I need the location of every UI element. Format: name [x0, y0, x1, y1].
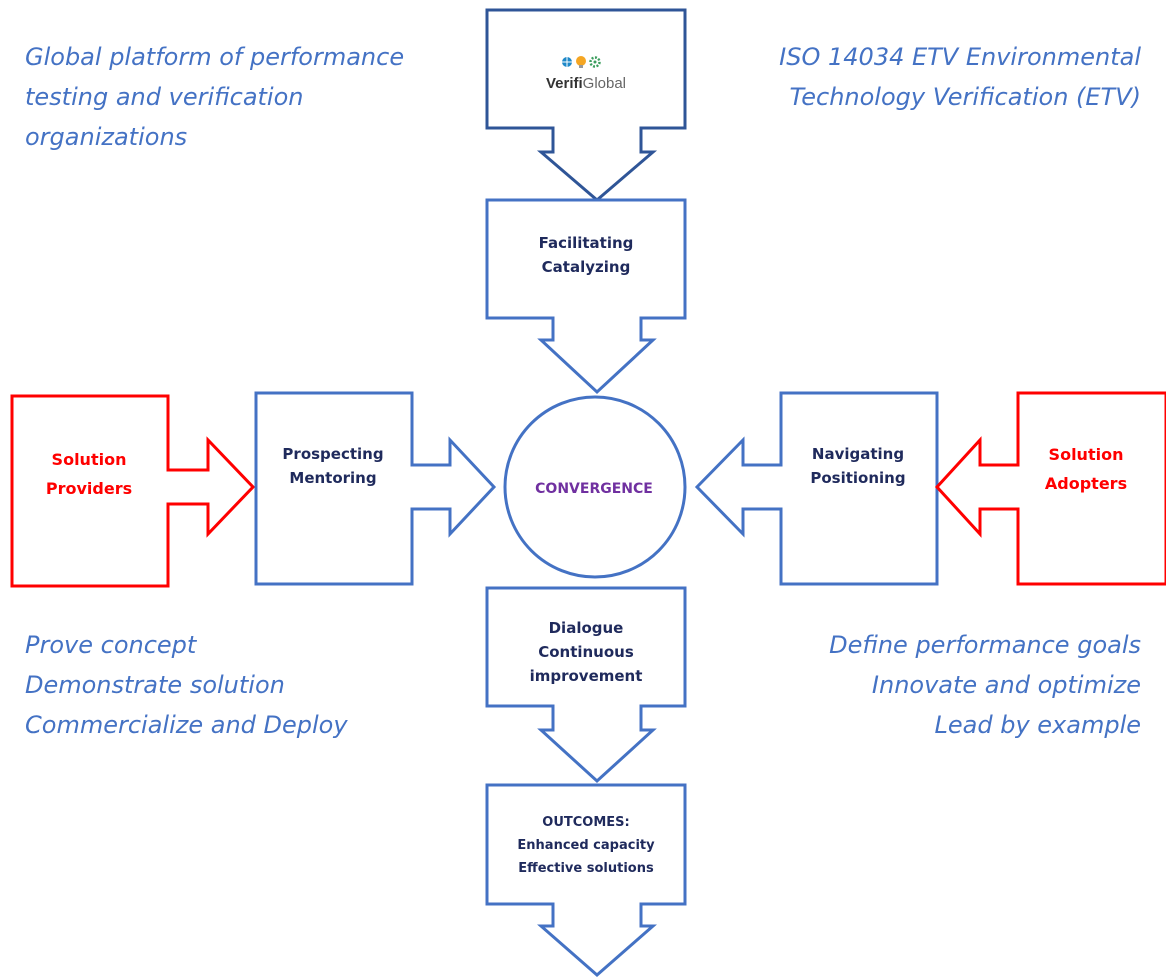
solution-adopters-label-2: Adopters: [1045, 474, 1127, 493]
note-bottom-right-line-2: Innovate and optimize: [872, 671, 1141, 699]
navigating-callout-shape: [694, 391, 939, 586]
note-top-left-line-1: Global platform of performance: [25, 43, 404, 71]
dialogue-label: Dialogue: [549, 619, 624, 637]
continuous-label: Continuous: [538, 643, 634, 661]
globe-icon: [562, 57, 572, 67]
note-top-left-line-3: organizations: [25, 123, 187, 151]
note-top-left: Global platform of performance testing a…: [25, 43, 404, 151]
note-top-right: ISO 14034 ETV Environmental Technology V…: [779, 43, 1141, 111]
solution-adopters-callout-shape: [934, 391, 1166, 586]
note-bottom-right-line-1: Define performance goals: [829, 631, 1141, 659]
convergence-label: CONVERGENCE: [535, 481, 653, 497]
positioning-label: Positioning: [810, 469, 905, 487]
navigating-label: Navigating: [812, 445, 904, 463]
note-bottom-left-line-1: Prove concept: [25, 631, 198, 659]
gear-icon: [589, 56, 601, 68]
note-bottom-right-line-3: Lead by example: [935, 711, 1142, 739]
logo-name-bold: Verifi: [546, 75, 583, 92]
logo-name-light: Global: [583, 75, 626, 92]
outcomes-callout-shape: [485, 783, 687, 977]
outcomes-heading: OUTCOMES:: [542, 815, 629, 830]
note-top-right-line-1: ISO 14034 ETV Environmental: [779, 43, 1141, 71]
solution-providers-label-2: Providers: [46, 479, 132, 498]
mentoring-label: Mentoring: [289, 469, 376, 487]
note-top-left-line-2: testing and verification: [25, 83, 304, 111]
note-bottom-left-line-3: Commercialize and Deploy: [25, 711, 348, 739]
outcomes-enhanced-capacity: Enhanced capacity: [517, 838, 655, 853]
solution-adopters-label-1: Solution: [1049, 445, 1124, 464]
facilitating-callout-shape: [485, 198, 687, 395]
verifiglobal-logo: VerifiGlobal: [546, 56, 626, 92]
prospecting-label: Prospecting: [282, 445, 383, 463]
prospecting-callout-shape: [254, 391, 497, 586]
dialogue-callout-shape: [485, 586, 687, 784]
note-bottom-right: Define performance goals Innovate and op…: [829, 631, 1141, 739]
note-bottom-left: Prove concept Demonstrate solution Comme…: [25, 631, 348, 739]
note-bottom-left-line-2: Demonstrate solution: [25, 671, 285, 699]
improvement-label: improvement: [530, 667, 643, 685]
catalyzing-label: Catalyzing: [542, 258, 631, 276]
outcomes-effective-solutions: Effective solutions: [518, 861, 654, 876]
note-top-right-line-2: Technology Verification (ETV): [790, 83, 1141, 111]
solution-providers-callout-shape: [10, 394, 256, 588]
solution-providers-label-1: Solution: [52, 450, 127, 469]
lightbulb-icon: [576, 56, 586, 68]
verifiglobal-callout-shape: [485, 8, 687, 202]
convergence-circle: [503, 395, 687, 579]
svg-text:VerifiGlobal: VerifiGlobal: [546, 75, 626, 92]
facilitating-label-1: Facilitating: [539, 234, 634, 252]
